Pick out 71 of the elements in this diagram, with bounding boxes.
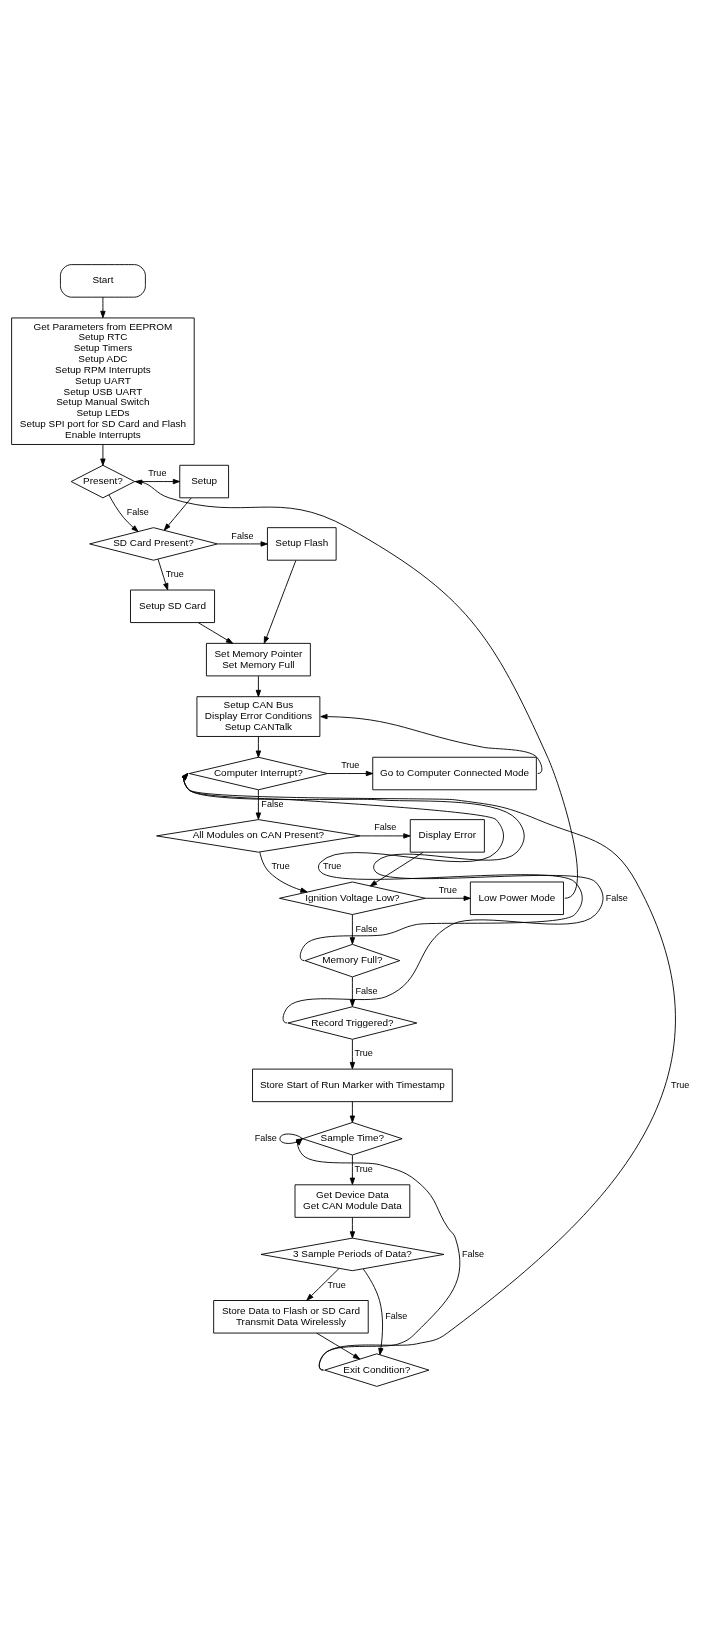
node-box: Get Parameters from EEPROM Setup RTC Setup Timers Setup ADC Setup RPM Interrupts Setup UART Setup USB UART Setup Manual Switch Setup LEDs Setup SPI port for SD Card and Flash Enable Interrupts xyxy=(11,317,195,445)
node-box: Low Power Mode xyxy=(469,881,564,915)
edge-label: False xyxy=(254,1132,277,1143)
edge-label: False xyxy=(126,507,149,517)
arrow xyxy=(181,773,676,1371)
node-diamond: Memory Full? xyxy=(304,943,401,978)
node-box: Setup Flash xyxy=(267,527,337,561)
node-diamond: 3 Sample Periods of Data? xyxy=(260,1237,445,1272)
node-box: Setup CAN Bus Display Error Conditions Setup CANTalk xyxy=(196,696,321,737)
node-box: Setup xyxy=(179,464,229,499)
edge-label: False xyxy=(374,822,397,833)
edge-label: False xyxy=(605,892,628,903)
node-box: Display Error xyxy=(409,819,485,853)
edge-label: True xyxy=(438,884,457,895)
node-box: Store Start of Run Marker with Timestamp xyxy=(252,1068,453,1103)
arrow xyxy=(263,559,297,644)
edge-label: True xyxy=(327,1279,346,1290)
edge-label: True xyxy=(148,468,167,479)
arrow xyxy=(349,1217,356,1239)
arrow xyxy=(424,895,471,901)
edge-label: True xyxy=(322,861,342,872)
edge-label: False xyxy=(355,986,378,997)
node-box: Store Data to Flash or SD Card Transmit Data Wirelessly xyxy=(213,1300,369,1334)
edge-label: False xyxy=(261,798,284,809)
node-diamond: All Modules on CAN Present? xyxy=(156,819,361,853)
node-diamond: Record Triggered? xyxy=(287,1006,418,1040)
arrow xyxy=(349,1039,356,1070)
arrow xyxy=(369,851,424,887)
node-box: Start xyxy=(60,264,146,298)
arrow xyxy=(316,1332,361,1360)
node-diamond: Sample Time? xyxy=(302,1122,403,1156)
edge-label: False xyxy=(231,530,254,541)
arrow xyxy=(320,713,543,774)
edge-label: False xyxy=(355,923,378,934)
arrow xyxy=(100,444,106,466)
edge-label: True xyxy=(165,569,184,580)
arrow xyxy=(349,1154,356,1185)
arrow xyxy=(359,833,411,839)
arrow xyxy=(134,478,181,485)
arrow xyxy=(259,851,308,893)
arrow xyxy=(181,773,583,962)
edge-label: False xyxy=(385,1311,408,1322)
node-diamond: Computer Interrupt? xyxy=(188,756,328,791)
arrow xyxy=(349,914,356,945)
arrow xyxy=(217,541,268,547)
arrow xyxy=(135,479,578,899)
arrow xyxy=(100,296,106,319)
edge-label: False xyxy=(462,1248,485,1259)
arrow xyxy=(181,773,604,1024)
node-box: Get Device Data Get CAN Module Data xyxy=(294,1184,411,1218)
arrow xyxy=(157,558,169,591)
node-box: Set Memory Pointer Set Memory Full xyxy=(205,642,311,677)
edge-label: True xyxy=(341,760,360,771)
arrow xyxy=(362,1268,384,1356)
edge-label: True xyxy=(670,1079,690,1090)
arrow xyxy=(163,497,192,531)
arrow xyxy=(349,976,356,1007)
edge-label: True xyxy=(354,1048,373,1059)
arrow xyxy=(255,736,262,758)
arrow xyxy=(197,622,234,644)
edge-label: True xyxy=(354,1164,373,1175)
edge-label: True xyxy=(271,861,290,872)
node-diamond: Present? xyxy=(70,464,136,499)
node-box: Setup SD Card xyxy=(130,589,215,624)
arrow xyxy=(327,770,374,777)
arrow xyxy=(255,789,262,820)
arrow xyxy=(255,675,262,698)
node-box: Go to Computer Connected Mode xyxy=(372,756,537,791)
arrow xyxy=(349,1101,356,1123)
arrow xyxy=(108,494,139,532)
arrow xyxy=(306,1268,340,1301)
